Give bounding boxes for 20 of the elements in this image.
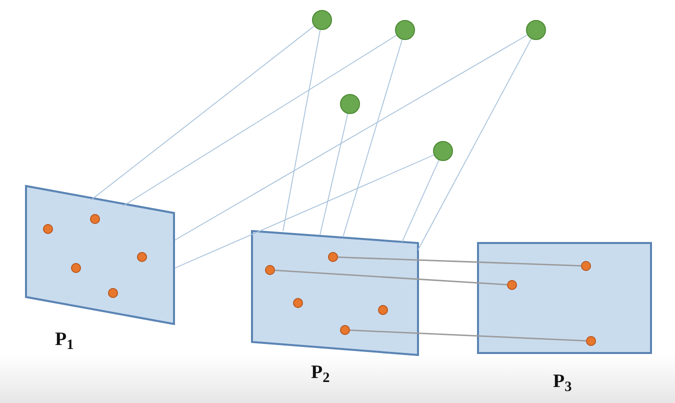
projection-line <box>274 270 508 286</box>
projection-line <box>90 26 315 200</box>
projection-line <box>418 38 532 250</box>
projection-line <box>350 330 586 342</box>
projection-line <box>338 256 582 267</box>
world-point <box>340 94 360 114</box>
projection-line <box>320 113 348 236</box>
world-point <box>395 20 415 40</box>
projection-line <box>342 39 403 238</box>
plane-label: P$_{2}$ <box>311 363 330 382</box>
world-point <box>433 141 453 161</box>
projection-line <box>282 29 321 232</box>
projection-line <box>402 160 440 242</box>
projection-line <box>174 154 434 268</box>
plane-label: P$_{1}$ <box>55 330 74 349</box>
world-point <box>526 20 546 40</box>
world-point <box>312 10 332 30</box>
plane-label: P$_{3}$ <box>553 372 572 391</box>
projection-line <box>174 34 528 240</box>
projection-line <box>122 34 397 206</box>
